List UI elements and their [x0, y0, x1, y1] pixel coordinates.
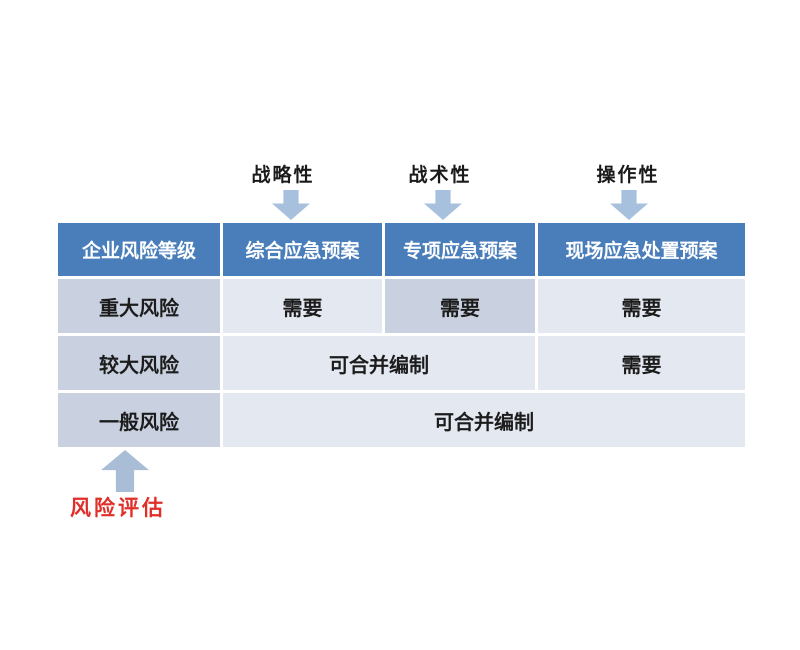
row-larger-merged: 可合并编制 [223, 336, 535, 390]
down-arrow-icon-operational [610, 190, 648, 220]
row-general-risk-level: 一般风险 [58, 393, 220, 447]
row-major-risk-level: 重大风险 [58, 279, 220, 333]
down-arrow-icon-tactical [424, 190, 462, 220]
header-special-plan: 专项应急预案 [385, 223, 535, 276]
label-tactical: 战术性 [408, 165, 472, 186]
row-general-merged: 可合并编制 [223, 393, 745, 447]
header-risk-level: 企业风险等级 [58, 223, 220, 276]
row-larger-risk-level: 较大风险 [58, 336, 220, 390]
header-comprehensive-plan: 综合应急预案 [223, 223, 382, 276]
row-major-onsite: 需要 [538, 279, 745, 333]
label-strategic: 战略性 [251, 165, 315, 186]
row-major-special: 需要 [385, 279, 535, 333]
header-onsite-plan: 现场应急处置预案 [538, 223, 745, 276]
down-arrow-icon-strategic [272, 190, 310, 220]
row-larger-onsite: 需要 [538, 336, 745, 390]
up-arrow-icon-risk-assessment [101, 450, 149, 492]
label-risk-assessment: 风险评估 [70, 496, 166, 520]
risk-plan-table: 企业风险等级 综合应急预案 专项应急预案 现场应急处置预案 重大风险 需要 需要… [58, 223, 745, 447]
row-major-comprehensive: 需要 [223, 279, 382, 333]
label-operational: 操作性 [596, 165, 660, 186]
